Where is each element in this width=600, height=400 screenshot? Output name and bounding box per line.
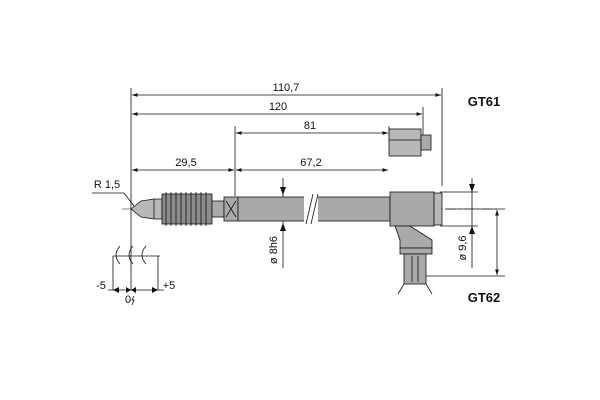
dim-travel-zero: 0: [125, 294, 131, 306]
dim-collar-to-head: 67,2: [300, 157, 321, 169]
dim-travel-plus: +5: [163, 280, 176, 292]
travel-indicator: [108, 245, 164, 293]
extension-lines: [130, 88, 505, 290]
dim-shaft-diameter: ø 8h6: [268, 236, 280, 264]
probe-body: [130, 128, 443, 295]
gt61-connector: [388, 128, 432, 157]
bellows: [161, 193, 213, 225]
dim-overall-gt61: 110,7: [273, 82, 300, 94]
dim-overall-gt62: 120: [269, 101, 287, 113]
probe-tip: [130, 198, 163, 220]
dim-tip-radius: R 1,5: [94, 179, 120, 191]
dim-collar-to-connector: 81: [304, 120, 316, 132]
model-label-gt61: GT61: [468, 94, 501, 109]
gt62-connector: [394, 225, 433, 249]
zero-bolt-icon: [131, 295, 135, 306]
dimension-lines: [92, 93, 499, 275]
model-label-gt62: GT62: [468, 290, 501, 305]
dim-travel-minus: -5: [96, 280, 106, 292]
dim-head-diameter: ø 9,6: [457, 235, 469, 260]
head: [389, 191, 435, 227]
dim-tip-to-collar: 29,5: [175, 157, 196, 169]
